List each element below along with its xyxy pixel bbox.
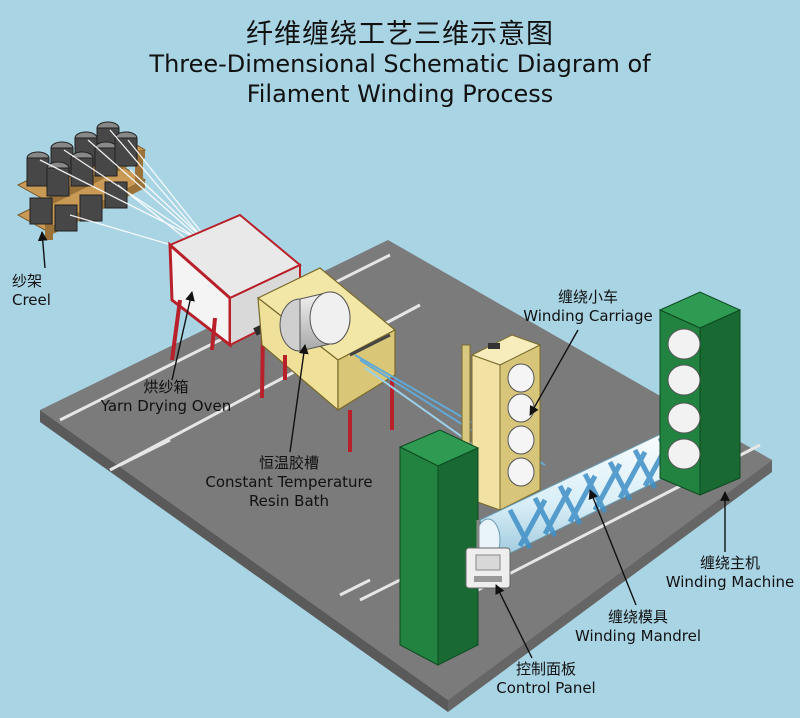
label-creel-cn: 纱架 [12, 272, 43, 290]
label-mandrel-en: Winding Mandrel [574, 627, 702, 645]
label-machine-en: Winding Machine [665, 573, 795, 591]
creel-spools [26, 121, 138, 232]
tailstock [398, 429, 480, 666]
winding-carriage [461, 334, 542, 511]
carriage-rollers [507, 363, 535, 487]
title-english-line-2: Filament Winding Process [246, 80, 554, 108]
label-resin-en-2: Resin Bath [248, 492, 330, 510]
label-winding-machine: 缠绕主机 Winding Machine [662, 554, 798, 592]
label-oven-cn: 烘纱箱 [143, 378, 189, 396]
machine-chucks [667, 328, 701, 470]
label-carriage: 缠绕小车 Winding Carriage [520, 288, 656, 326]
creel [16, 121, 147, 240]
label-machine-cn: 缠绕主机 [699, 554, 760, 572]
leader-lines [37, 231, 730, 659]
title-english-line-1: Three-Dimensional Schematic Diagram of [149, 50, 651, 78]
label-resin-en-1: Constant Temperature [205, 473, 373, 491]
label-carriage-cn: 缠绕小车 [557, 288, 618, 306]
label-mandrel-cn: 缠绕模具 [607, 608, 668, 626]
label-control-panel: 控制面板 Control Panel [490, 660, 602, 698]
control-panel [465, 520, 511, 589]
label-resin-bath: 恒温胶槽 Constant Temperature Resin Bath [198, 454, 380, 511]
label-panel-cn: 控制面板 [515, 660, 576, 678]
winding-machine [658, 291, 742, 496]
label-mandrel: 缠绕模具 Winding Mandrel [568, 608, 708, 646]
label-oven: 烘纱箱 Yarn Drying Oven [98, 378, 234, 416]
resin-drum [279, 291, 351, 352]
label-carriage-en: Winding Carriage [523, 307, 653, 325]
label-panel-en: Control Panel [496, 679, 596, 697]
label-creel-en: Creel [12, 291, 51, 309]
label-oven-en: Yarn Drying Oven [100, 397, 232, 415]
label-resin-cn: 恒温胶槽 [258, 454, 319, 472]
title-chinese: 纤维缠绕工艺三维示意图 [246, 19, 554, 50]
label-creel: 纱架 Creel [12, 272, 51, 310]
